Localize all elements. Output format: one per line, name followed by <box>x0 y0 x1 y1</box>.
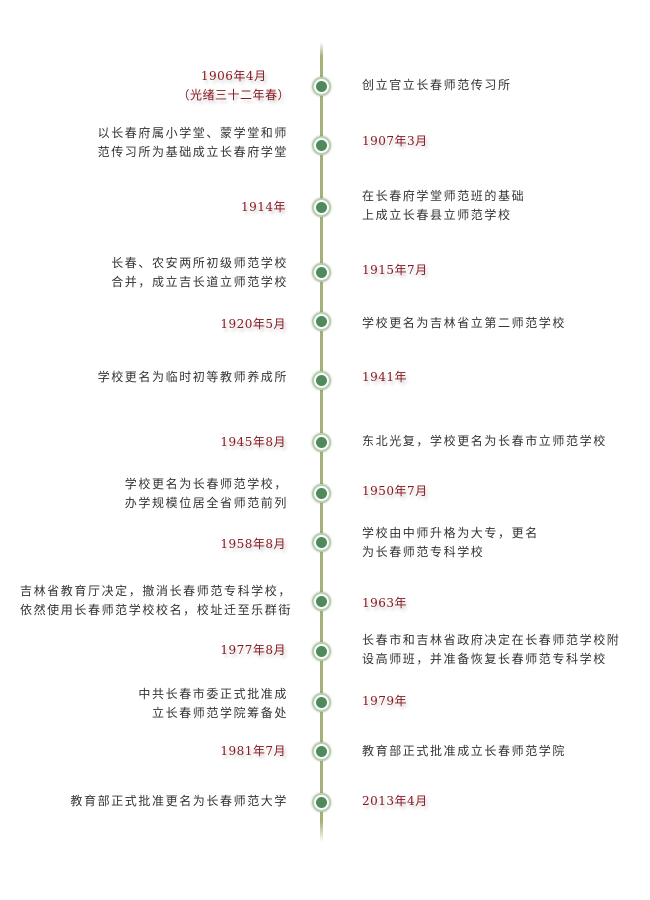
event-description-line: 依然使用长春师范学校校名，校址迁至乐群街 <box>19 603 292 617</box>
event-date-line: （光绪三十二年春） <box>177 88 290 102</box>
event-description-line: 在长春府学堂师范班的基础 <box>362 189 526 203</box>
event-description-line: 学校由中师升格为大专，更名 <box>362 526 539 540</box>
event-date: 1915年7月 <box>362 261 428 280</box>
event-date: 1977年8月 <box>220 641 286 660</box>
event-date-line: 1906年4月 <box>200 69 267 83</box>
event-date-line: 1907年3月 <box>362 134 428 148</box>
event-date: 1958年8月 <box>220 535 286 554</box>
event-description-line: 范传习所为基础成立长春府学堂 <box>97 145 288 159</box>
event-description-line: 为长春师范专科学校 <box>362 545 485 559</box>
timeline-node-icon <box>312 136 331 155</box>
event-description-line: 合并，成立吉长道立师范学校 <box>111 275 288 289</box>
timeline-node-icon <box>312 533 331 552</box>
timeline-node-icon <box>312 793 331 812</box>
event-date-line: 1945年8月 <box>220 435 286 449</box>
event-description: 教育部正式批准成立长春师范学院 <box>362 742 566 761</box>
event-date-line: 1981年7月 <box>220 744 286 758</box>
event-description: 教育部正式批准更名为长春师范大学 <box>70 792 288 811</box>
timeline-node-icon <box>312 433 331 452</box>
event-description: 在长春府学堂师范班的基础 上成立长春县立师范学校 <box>362 187 525 225</box>
event-description-line: 教育部正式批准更名为长春师范大学 <box>70 794 288 808</box>
event-description-line: 东北光复，学校更名为长春市立师范学校 <box>362 434 607 448</box>
event-description-line: 立长春师范学院筹备处 <box>151 706 288 720</box>
event-date: 2013年4月 <box>362 792 428 811</box>
event-date-line: 1979年 <box>362 694 408 708</box>
event-description: 长春、农安两所初级师范学校 合并，成立吉长道立师范学校 <box>111 254 288 292</box>
event-date: 1981年7月 <box>220 742 286 761</box>
event-description-line: 吉林省教育厅决定，撤消长春师范专科学校， <box>19 584 292 598</box>
timeline-node-icon <box>312 77 331 96</box>
timeline-node-icon <box>312 312 331 331</box>
event-date-line: 1920年5月 <box>220 317 286 331</box>
event-description: 东北光复，学校更名为长春市立师范学校 <box>362 432 607 451</box>
event-date: 1941年 <box>362 368 407 387</box>
timeline-node-icon <box>312 742 331 761</box>
timeline-node-icon <box>312 263 331 282</box>
timeline-node-icon <box>312 642 331 661</box>
event-date: 1979年 <box>362 692 407 711</box>
event-date-line: 1915年7月 <box>362 263 428 277</box>
timeline-node-icon <box>312 198 331 217</box>
event-date: 1914年 <box>241 198 286 217</box>
event-description-line: 长春市和吉林省政府决定在长春师范学校附 <box>362 633 621 647</box>
event-description-line: 办学规模位居全省师范前列 <box>124 496 288 510</box>
event-description-line: 学校更名为长春师范学校， <box>124 477 288 491</box>
event-date-line: 1950年7月 <box>362 484 428 498</box>
event-date: 1907年3月 <box>362 132 428 151</box>
event-date-line: 1958年8月 <box>220 537 286 551</box>
event-description: 学校更名为吉林省立第二师范学校 <box>362 314 566 333</box>
event-date-line: 1977年8月 <box>220 643 286 657</box>
event-description: 学校更名为长春师范学校， 办学规模位居全省师范前列 <box>125 475 288 513</box>
event-description-line: 中共长春市委正式批准成 <box>138 687 288 701</box>
event-description-line: 长春、农安两所初级师范学校 <box>111 256 288 270</box>
event-description: 学校更名为临时初等教师养成所 <box>98 368 288 387</box>
event-description: 学校由中师升格为大专，更名 为长春师范专科学校 <box>362 524 539 562</box>
event-date: 1945年8月 <box>220 433 286 452</box>
event-date: 1950年7月 <box>362 482 428 501</box>
event-description-line: 上成立长春县立师范学校 <box>362 208 512 222</box>
event-description-line: 设高师班，并准备恢复长春师范专科学校 <box>362 652 607 666</box>
event-date-line: 1941年 <box>362 370 408 384</box>
event-description: 中共长春市委正式批准成 立长春师范学院筹备处 <box>138 685 288 723</box>
event-description-line: 学校更名为吉林省立第二师范学校 <box>362 316 567 330</box>
timeline-node-icon <box>312 693 331 712</box>
event-date-line: 2013年4月 <box>362 794 428 808</box>
timeline-node-icon <box>312 592 331 611</box>
event-date: 1920年5月 <box>220 315 286 334</box>
event-date: 1963年 <box>362 594 407 613</box>
event-date-line: 1963年 <box>362 596 408 610</box>
event-description: 长春市和吉林省政府决定在长春师范学校附 设高师班，并准备恢复长春师范专科学校 <box>362 631 620 669</box>
event-description-line: 教育部正式批准成立长春师范学院 <box>362 744 567 758</box>
event-description: 创立官立长春师范传习所 <box>362 76 512 95</box>
event-description-line: 创立官立长春师范传习所 <box>362 78 512 92</box>
timeline-node-icon <box>312 484 331 503</box>
event-description-line: 学校更名为临时初等教师养成所 <box>97 370 288 384</box>
event-description: 以长春府属小学堂、蒙学堂和师 范传习所为基础成立长春府学堂 <box>98 124 288 162</box>
event-date-line: 1914年 <box>240 200 286 214</box>
event-description-line: 以长春府属小学堂、蒙学堂和师 <box>97 126 288 140</box>
event-date: 1906年4月 （光绪三十二年春） <box>177 67 290 105</box>
timeline-node-icon <box>312 371 331 390</box>
event-description: 吉林省教育厅决定，撤消长春师范专科学校， 依然使用长春师范学校校名，校址迁至乐群… <box>20 582 292 620</box>
